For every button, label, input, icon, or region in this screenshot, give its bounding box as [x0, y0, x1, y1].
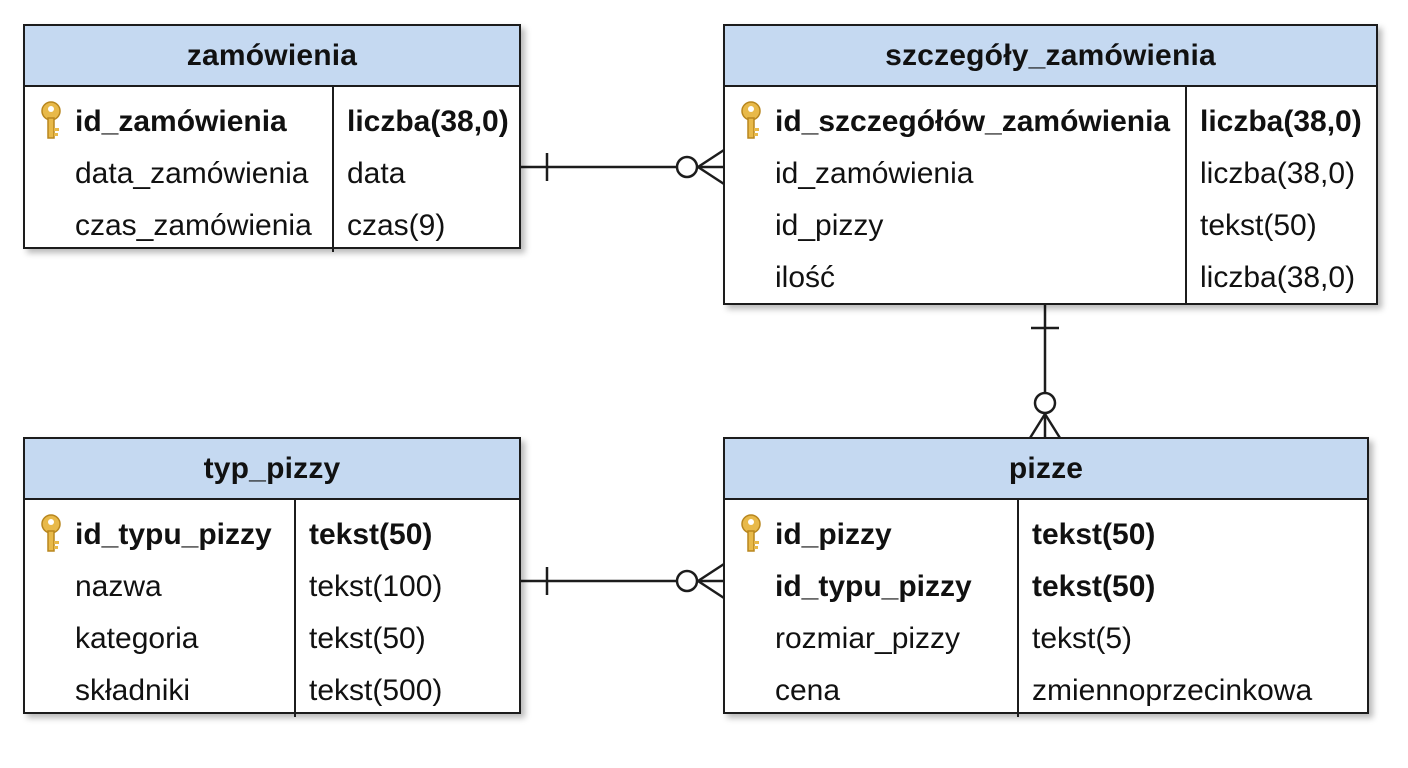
column-name: id_typu_pizzy — [775, 570, 972, 603]
column-name: ilość — [775, 261, 836, 294]
column-divider — [332, 87, 334, 252]
column-type: tekst(50) — [1032, 518, 1156, 551]
entity-row: ilość liczba(38,0) — [725, 252, 1376, 304]
column-name: id_zamówienia — [775, 157, 974, 190]
column-type: tekst(5) — [1032, 622, 1133, 655]
column-name: id_typu_pizzy — [75, 518, 272, 551]
key-icon — [41, 514, 61, 552]
column-type: tekst(50) — [1200, 209, 1317, 242]
entity-row: id_pizzy tekst(50) — [725, 200, 1376, 252]
entity-szczegoly-zamowienia[interactable]: szczegóły_zamówienia id_szczegółów_zamów… — [723, 24, 1378, 305]
entity-row: id_pizzy tekst(50) — [725, 509, 1367, 561]
column-name: czas_zamówienia — [75, 209, 312, 242]
column-name: rozmiar_pizzy — [775, 622, 961, 655]
entity-row: id_typu_pizzy tekst(50) — [725, 561, 1367, 613]
column-name: id_zamówienia — [75, 105, 287, 138]
column-divider — [1017, 500, 1019, 717]
column-type: zmiennoprzecinkowa — [1032, 674, 1313, 707]
column-name: data_zamówienia — [75, 157, 309, 190]
entity-row: rozmiar_pizzy tekst(5) — [725, 613, 1367, 665]
entity-columns: id_pizzy tekst(50) id_typu_pizzy tekst(5… — [725, 500, 1367, 717]
column-name: cena — [775, 674, 841, 707]
column-name: id_pizzy — [775, 209, 884, 242]
column-name: składniki — [75, 674, 191, 707]
entity-typ-pizzy[interactable]: typ_pizzy id_typu_pizzy tekst(50) nazwa … — [23, 437, 521, 717]
entity-columns: id_zamówienia liczba(38,0) data_zamówien… — [25, 87, 519, 252]
entity-title: szczegóły_zamówienia — [725, 26, 1376, 87]
rel-typ-pizzy-pizze — [520, 562, 725, 600]
entity-row: nazwa tekst(100) — [25, 561, 519, 613]
entity-title: typ_pizzy — [25, 439, 519, 500]
entity-zamowienia[interactable]: zamówienia id_zamówienia liczba(38,0) da… — [23, 24, 521, 252]
entity-columns: id_typu_pizzy tekst(50) nazwa tekst(100)… — [25, 500, 519, 717]
entity-pizze[interactable]: pizze id_pizzy tekst(50) id_typu_pizzy t… — [723, 437, 1369, 717]
entity-row: kategoria tekst(50) — [25, 613, 519, 665]
column-name: nazwa — [75, 570, 162, 603]
column-name: id_szczegółów_zamówienia — [775, 105, 1171, 138]
entity-row: składniki tekst(500) — [25, 665, 519, 717]
column-name: id_pizzy — [775, 518, 892, 551]
entity-row: cena zmiennoprzecinkowa — [725, 665, 1367, 717]
column-type: liczba(38,0) — [1200, 261, 1356, 294]
column-type: liczba(38,0) — [1200, 105, 1362, 138]
column-divider — [294, 500, 296, 717]
entity-row: data_zamówienia data — [25, 148, 519, 200]
column-type: tekst(500) — [309, 674, 443, 707]
column-type: data — [347, 157, 406, 190]
entity-row: id_zamówienia liczba(38,0) — [25, 96, 519, 148]
entity-row: id_szczegółów_zamówienia liczba(38,0) — [725, 96, 1376, 148]
rel-szczegoly-pizze — [1028, 304, 1062, 439]
column-type: tekst(50) — [309, 622, 426, 655]
rel-zamowienia-szczegoly — [520, 148, 725, 186]
column-divider — [1185, 87, 1187, 304]
column-type: tekst(50) — [309, 518, 433, 551]
entity-title: pizze — [725, 439, 1367, 500]
entity-columns: id_szczegółów_zamówienia liczba(38,0) id… — [725, 87, 1376, 304]
column-name: kategoria — [75, 622, 199, 655]
column-type: tekst(50) — [1032, 570, 1156, 603]
entity-title: zamówienia — [25, 26, 519, 87]
key-icon — [41, 101, 61, 139]
entity-row: czas_zamówienia czas(9) — [25, 200, 519, 252]
entity-row: id_zamówienia liczba(38,0) — [725, 148, 1376, 200]
column-type: czas(9) — [347, 209, 446, 242]
column-type: liczba(38,0) — [347, 105, 509, 138]
key-icon — [741, 101, 761, 139]
column-type: liczba(38,0) — [1200, 157, 1356, 190]
key-icon — [741, 514, 761, 552]
column-type: tekst(100) — [309, 570, 443, 603]
entity-row: id_typu_pizzy tekst(50) — [25, 509, 519, 561]
